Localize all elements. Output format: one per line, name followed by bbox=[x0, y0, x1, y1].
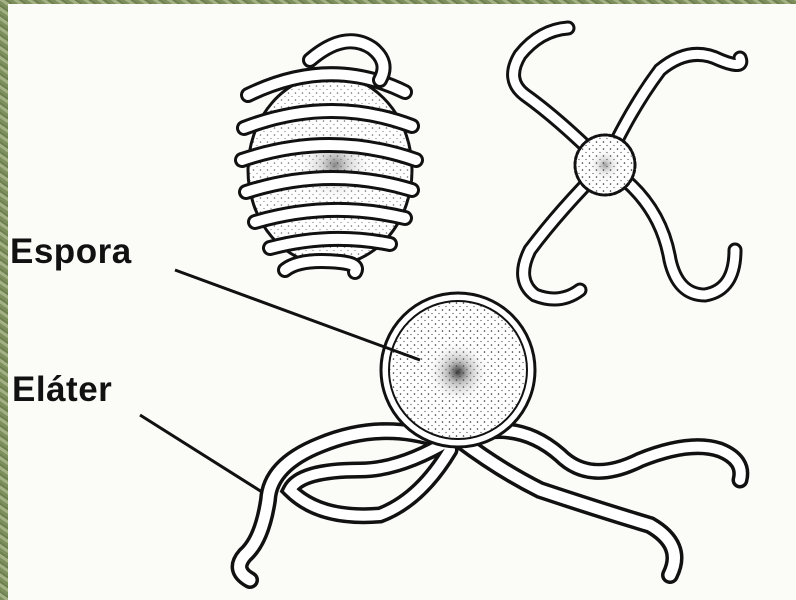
elater-leader-line bbox=[140, 415, 262, 492]
spore-with-elaters-small bbox=[514, 28, 741, 299]
coiled-spore bbox=[242, 41, 416, 272]
elater-label: Eláter bbox=[12, 370, 112, 410]
spore-with-elaters-large bbox=[240, 293, 741, 580]
spore-label: Espora bbox=[10, 232, 132, 272]
spore-leader-line bbox=[175, 270, 420, 360]
